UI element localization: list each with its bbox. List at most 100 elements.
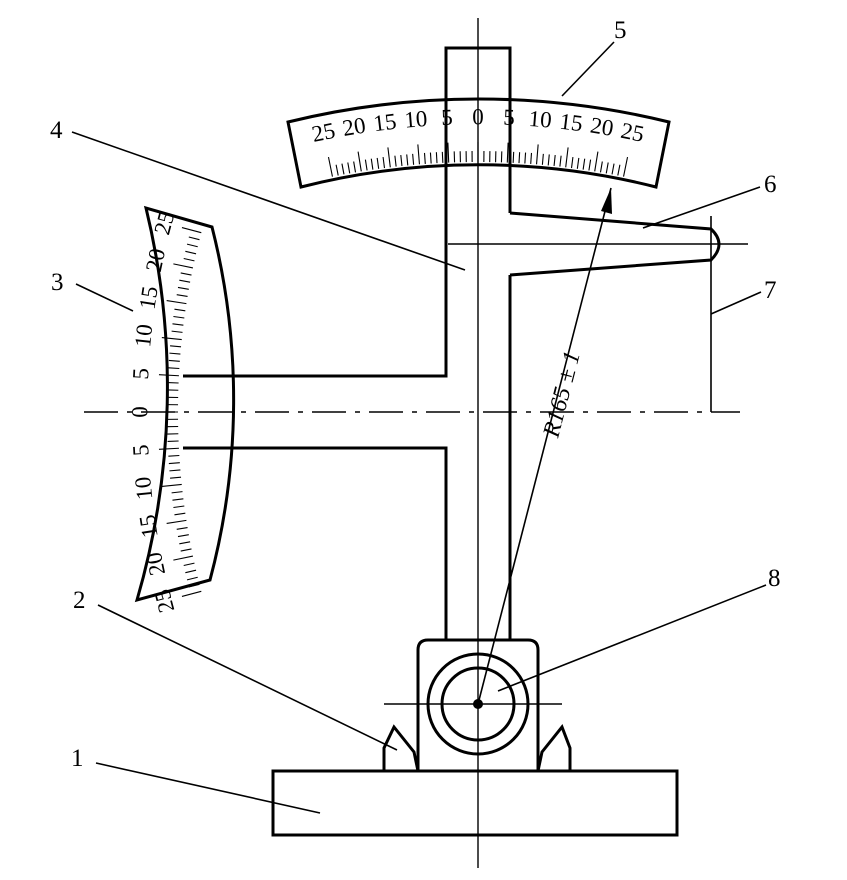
top-scale-tick: [400, 154, 403, 167]
left-v-support: [382, 724, 420, 772]
top-scale-tick: [406, 154, 409, 166]
top-scale-tick: [518, 152, 521, 164]
top-scale-tick: [357, 151, 362, 172]
top-scale-tick: [622, 156, 629, 177]
top-scale-label: 10: [403, 106, 428, 133]
top-scale-tick: [417, 144, 421, 165]
leader-4: [71, 131, 466, 271]
callout-6: 6: [764, 171, 777, 198]
top-scale-tick: [541, 153, 544, 165]
top-scale-tick: [376, 157, 380, 169]
left-scale-tick: [177, 534, 189, 538]
top-scale-label: 5: [441, 105, 453, 130]
left-scale-label: 20: [141, 550, 170, 578]
top-scale-tick: [570, 157, 574, 169]
left-scale-tick: [168, 367, 180, 370]
left-scale-tick: [166, 519, 187, 524]
left-scale-tick: [188, 583, 200, 588]
top-scale-tick: [429, 152, 432, 164]
leader-3: [75, 283, 134, 312]
leader-7: [710, 291, 762, 315]
left-scale-tick: [180, 272, 192, 276]
top-scale-tick: [547, 154, 550, 166]
left-scale-tick: [172, 323, 184, 326]
top-scale-tick: [347, 162, 351, 174]
top-scale-tick: [370, 158, 374, 170]
left-scale-tick: [158, 374, 179, 377]
left-scale-tick: [173, 505, 185, 509]
leader-6: [642, 186, 761, 229]
top-scale-label: 15: [558, 109, 584, 137]
left-scale-tick: [183, 257, 195, 262]
frame-left-outline: [183, 446, 448, 640]
left-scale-tick: [177, 286, 189, 290]
callout-5: 5: [614, 17, 627, 44]
base-block: [271, 769, 679, 837]
leader-2: [97, 604, 398, 751]
pivot-inner-ring: [440, 666, 516, 742]
top-scale-tick: [441, 151, 444, 163]
left-scale-tick: [170, 476, 182, 479]
frame-left-upper-outline: [183, 46, 512, 378]
left-scale-tick: [188, 236, 200, 241]
top-scale-tick: [327, 156, 334, 177]
left-scale-label: 15: [134, 284, 162, 311]
callout-3: 3: [51, 269, 64, 296]
left-scale-label: 5: [128, 367, 154, 380]
leader-5: [561, 41, 615, 97]
top-scale-label: 15: [372, 109, 398, 137]
top-scale-tick: [524, 152, 527, 164]
left-scale-tick: [168, 359, 180, 362]
left-scale-tick: [176, 294, 188, 298]
top-scale-tick: [605, 162, 609, 174]
top-scale-ticks: [327, 142, 629, 177]
left-scale-tick: [180, 548, 192, 552]
top-scale-label: 5: [503, 105, 515, 130]
left-scale-tick: [170, 345, 182, 348]
top-scale-tick: [599, 161, 603, 173]
left-scale-tick: [174, 308, 186, 312]
left-scale-tick: [173, 263, 194, 269]
pivot-outer-ring: [426, 652, 530, 756]
top-scale-tick: [412, 153, 415, 165]
top-scale-tick: [565, 147, 569, 168]
top-scale-tick: [435, 152, 438, 164]
top-scale-tick: [611, 163, 615, 175]
left-scale-tick: [185, 569, 197, 574]
top-scale-label: 0: [472, 104, 484, 129]
top-scale-tick: [335, 164, 339, 176]
top-scale-tick: [353, 161, 357, 173]
top-scale-tick: [553, 154, 556, 167]
left-scale-tick: [186, 576, 198, 581]
callout-1: 1: [71, 745, 84, 772]
top-scale-tick: [588, 159, 592, 171]
left-scale-label: 25: [149, 209, 179, 238]
left-scale-tick: [166, 300, 187, 305]
callout-8: 8: [768, 565, 781, 592]
leader-1: [95, 762, 321, 814]
top-scale-label: 25: [619, 118, 647, 147]
top-scale-tick: [423, 152, 426, 164]
left-scale-label: 15: [134, 513, 162, 540]
left-scale-tick: [185, 250, 197, 255]
top-scale-tick: [341, 163, 345, 175]
radius-arrowhead: [601, 188, 612, 214]
left-scale-label: 20: [141, 246, 170, 274]
left-scale-tick: [168, 462, 180, 465]
left-scale-tick: [168, 454, 180, 457]
top-scale-label: 20: [341, 113, 368, 141]
top-scale-tick: [576, 157, 580, 169]
top-scale-tick: [530, 152, 533, 164]
top-scale-label: 20: [589, 113, 616, 141]
left-scale-tick: [169, 469, 181, 472]
top-scale-tick: [559, 155, 562, 167]
left-scale-outline: [134, 205, 236, 603]
left-scale-tick: [169, 352, 181, 355]
top-scale-tick: [582, 158, 586, 170]
left-scale-tick: [179, 279, 191, 283]
callout-2: 2: [73, 587, 86, 614]
left-scale-tick: [176, 526, 188, 530]
